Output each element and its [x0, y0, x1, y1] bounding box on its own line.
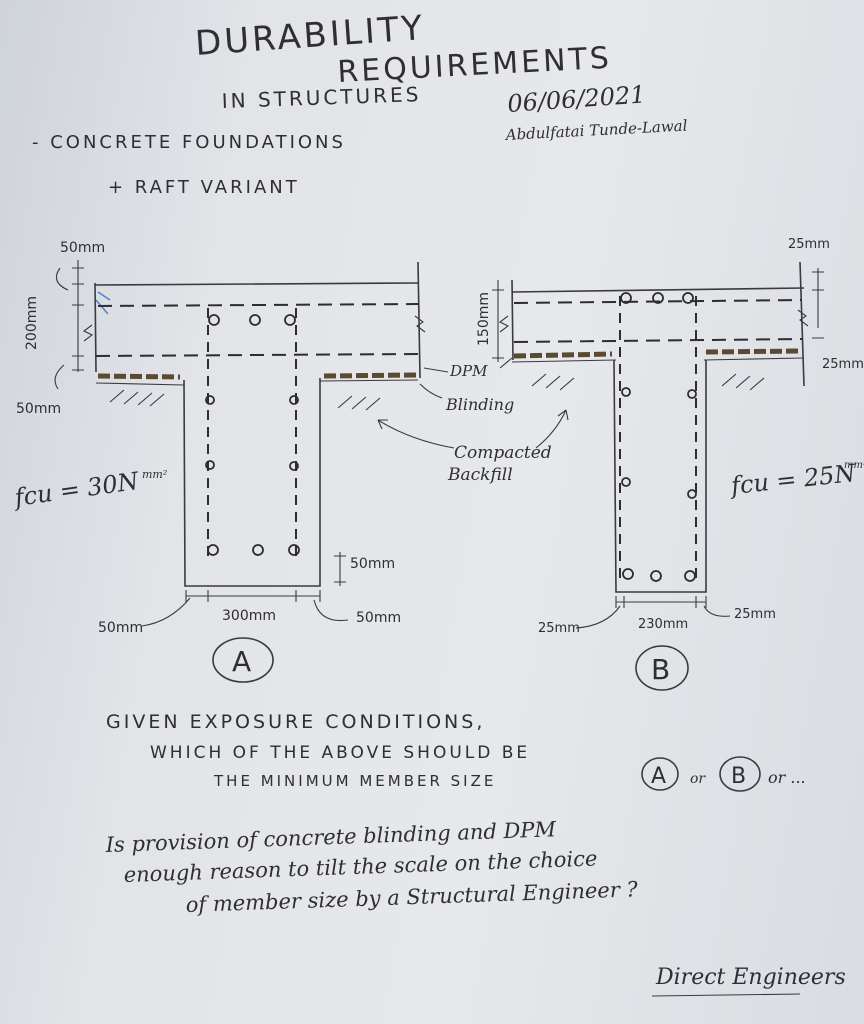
a-detail-label: A: [232, 645, 251, 678]
b-strength-unit: mm²: [844, 460, 864, 471]
question1-line1: GIVEN EXPOSURE CONDITIONS,: [106, 711, 485, 733]
backfill-label-1: Compacted: [454, 443, 552, 463]
dpm-leader-b: [499, 357, 513, 369]
b-slab-thickness: 150mm: [476, 292, 492, 346]
signature-underline: [651, 993, 801, 997]
a-side-cover-left: 50mm: [98, 620, 143, 636]
backfill-label-2: Backfill: [447, 465, 513, 485]
question1-line3: THE MINIMUM MEMBER SIZE: [213, 772, 496, 790]
signature-text: Direct Engineers: [655, 965, 846, 990]
a-slab-thickness: 200mm: [24, 296, 40, 350]
blinding-label: Blinding: [445, 395, 514, 414]
option-b-circle: [719, 756, 761, 792]
subtitle-line2: + RAFT VARIANT: [108, 177, 300, 198]
b-slab-cover-bottom: 25mm: [822, 357, 864, 372]
question2-line3: of member size by a Structural Engineer …: [185, 877, 639, 917]
option-a-label: A: [651, 764, 666, 789]
b-detail-label: B: [651, 653, 670, 686]
b-side-cover-left: 25mm: [538, 621, 580, 636]
b-side-cover-right: 25mm: [734, 607, 776, 622]
question1-line2: WHICH OF THE ABOVE SHOULD BE: [150, 743, 530, 763]
detail-a-drawing: [54, 260, 426, 683]
a-strength: fcu = 30N: [11, 467, 141, 512]
a-slab-cover-top: 50mm: [60, 240, 105, 256]
backfill-leader-a: [377, 419, 455, 449]
a-beam-width: 300mm: [222, 608, 276, 624]
or-text-2: or ...: [768, 768, 806, 787]
subtitle-line1: - CONCRETE FOUNDATIONS: [32, 132, 346, 153]
blinding-leader: [419, 383, 443, 399]
a-slab-cover-bottom: 50mm: [16, 401, 61, 417]
dpm-leader: [423, 367, 449, 373]
b-strength: fcu = 25N: [728, 459, 858, 500]
dpm-label: DPM: [449, 362, 488, 380]
backfill-leader-b: [535, 409, 567, 449]
a-strength-unit: mm²: [142, 468, 167, 481]
a-beam-bottom-cover: 50mm: [350, 556, 395, 572]
author-text: Abdulfatai Tunde-Lawal: [503, 116, 688, 144]
option-b-label: B: [731, 764, 746, 789]
detail-b-drawing: [492, 261, 824, 691]
b-slab-cover-top: 25mm: [788, 237, 830, 252]
b-beam-width: 230mm: [638, 617, 688, 632]
or-text-1: or: [690, 771, 706, 787]
option-a-circle: [641, 757, 679, 791]
date-text: 06/06/2021: [506, 80, 646, 118]
title-line3: IN STRUCTURES: [221, 82, 421, 113]
a-side-cover-right: 50mm: [356, 610, 401, 626]
